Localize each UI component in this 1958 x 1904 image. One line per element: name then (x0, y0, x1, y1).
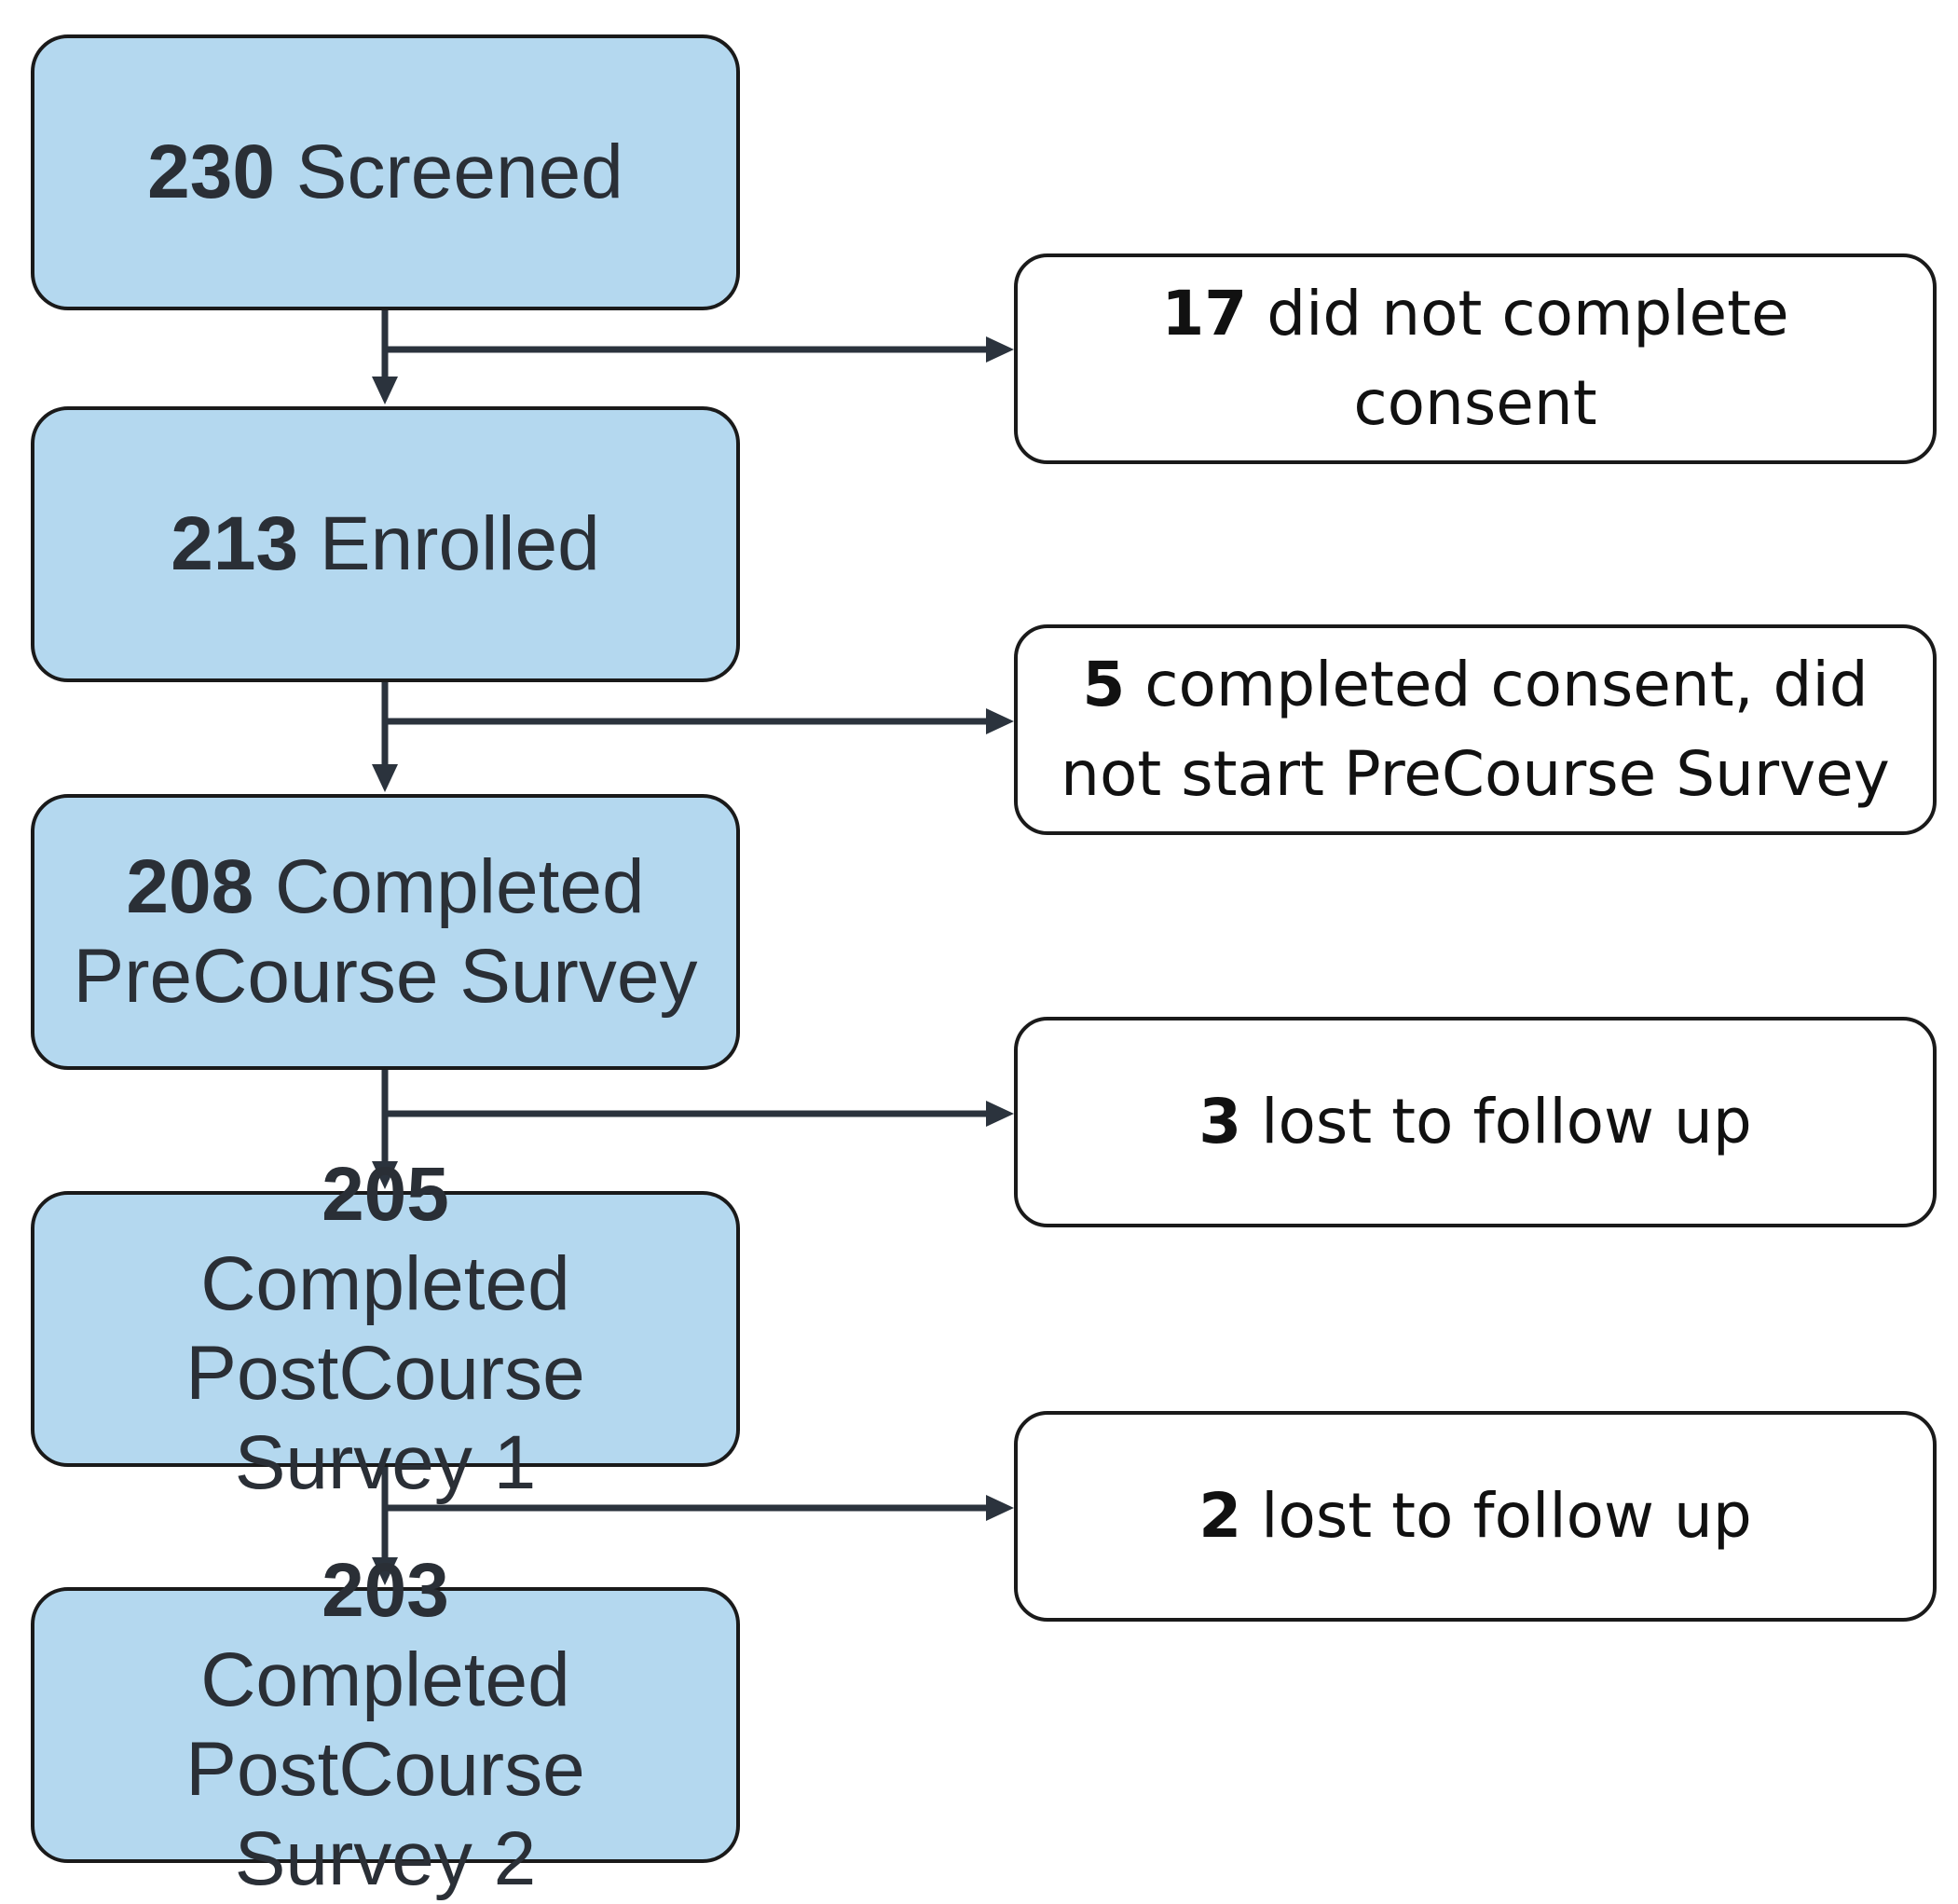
step-count: 205 (322, 1152, 449, 1237)
exclusion-label: lost to follow up (1261, 1086, 1752, 1157)
step-label: Enrolled (319, 501, 600, 586)
arrowhead-right-3 (986, 1101, 1014, 1127)
exclusion-box-consent: 17 did not complete consent (1014, 253, 1937, 464)
step-box-enrolled: 213 Enrolled (31, 406, 740, 682)
arrowhead-right-2 (986, 708, 1014, 734)
exclusion-count: 17 (1161, 278, 1248, 349)
step-count: 203 (322, 1548, 449, 1633)
exclusion-box-precourse: 5 completed consent, did not start PreCo… (1014, 624, 1937, 835)
step-text: 213 Enrolled (143, 500, 627, 589)
step-text: 208 Completed PreCourse Survey (34, 842, 736, 1021)
exclusion-text: 17 did not complete consent (1018, 269, 1933, 448)
step-text: 205 Completed PostCourse Survey 1 (27, 1150, 743, 1508)
exclusion-box-followup-2: 2 lost to follow up (1014, 1411, 1937, 1622)
step-label: Screened (295, 130, 623, 214)
step-count: 230 (147, 130, 275, 214)
exclusion-label: did not complete consent (1267, 278, 1789, 439)
arrowhead-down-1 (372, 377, 398, 404)
step-box-postcourse-survey-2: 203 Completed PostCourse Survey 2 (31, 1548, 740, 1901)
exclusion-box-followup-1: 3 lost to follow up (1014, 1017, 1937, 1227)
exclusion-text: 5 completed consent, did not start PreCo… (1018, 640, 1933, 819)
step-text: 230 Screened (119, 128, 651, 217)
exclusion-count: 2 (1198, 1480, 1242, 1552)
step-label: Completed PostCourse Survey 1 (185, 1241, 585, 1505)
arrowhead-right-4 (986, 1495, 1014, 1521)
step-box-precourse-survey: 208 Completed PreCourse Survey (31, 794, 740, 1070)
exclusion-count: 3 (1198, 1086, 1242, 1157)
exclusion-text: 3 lost to follow up (1161, 1077, 1788, 1167)
step-label: Completed PostCourse Survey 2 (185, 1637, 585, 1901)
arrowhead-down-4 (372, 1557, 398, 1585)
step-text: 203 Completed PostCourse Survey 2 (27, 1546, 743, 1904)
step-box-postcourse-survey-1: 205 Completed PostCourse Survey 1 (31, 1152, 740, 1505)
step-count: 213 (171, 501, 299, 586)
exclusion-label: lost to follow up (1261, 1480, 1752, 1552)
exclusion-text: 2 lost to follow up (1161, 1472, 1788, 1561)
step-box-screened: 230 Screened (31, 34, 740, 310)
exclusion-label: completed consent, did not start PreCour… (1061, 649, 1890, 810)
step-label: Completed PreCourse Survey (73, 844, 698, 1019)
arrowhead-right-1 (986, 336, 1014, 363)
arrowhead-down-2 (372, 764, 398, 792)
exclusion-count: 5 (1082, 649, 1126, 720)
arrowhead-down-3 (372, 1161, 398, 1189)
step-count: 208 (126, 844, 254, 929)
